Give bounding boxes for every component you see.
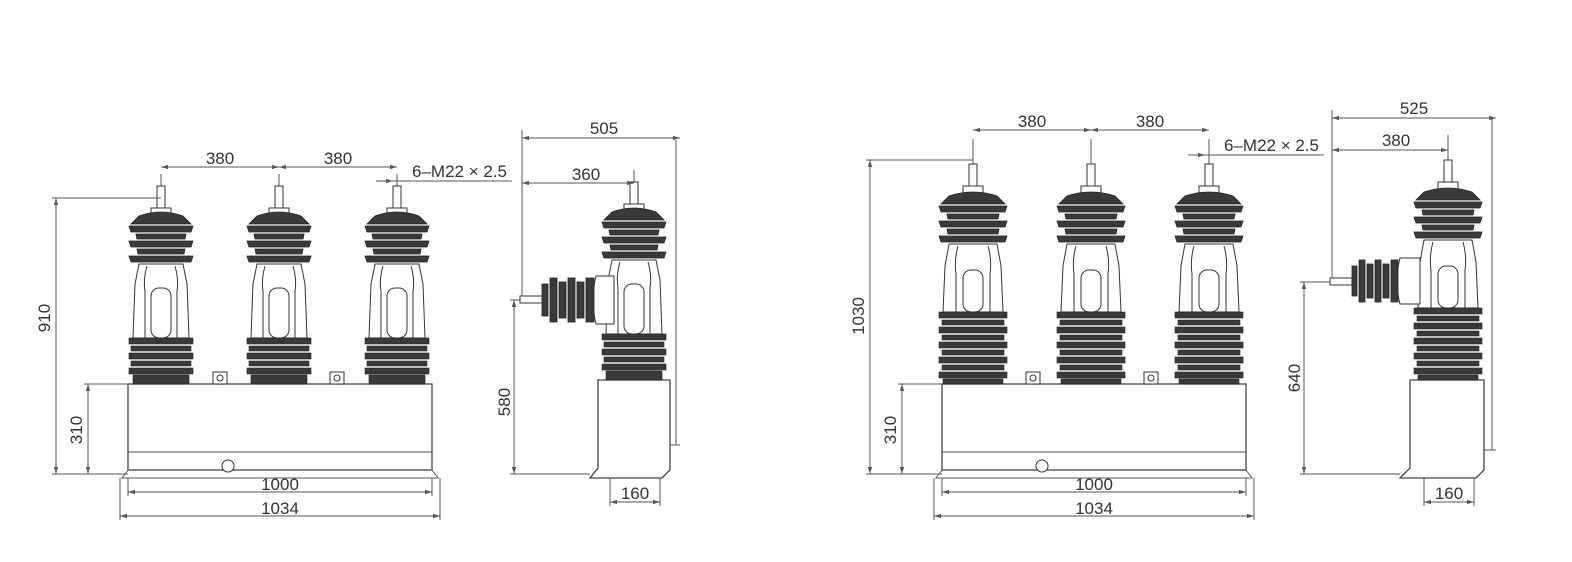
outer-width-label: 1034 [1075, 499, 1113, 518]
pole-insulator [1056, 138, 1126, 385]
base-tank-1 [127, 383, 433, 471]
pitch-label: 380 [1018, 112, 1046, 131]
side-pole-insulator [1413, 134, 1483, 381]
terminal-height-label: 640 [1285, 364, 1304, 392]
outer-width-label: 1034 [261, 499, 299, 518]
depth-label: 525 [1400, 99, 1428, 118]
pitch-label: 380 [206, 149, 234, 168]
earth-terminal-1 [221, 459, 235, 473]
base-height-label: 310 [881, 416, 900, 444]
front-view-1: 380 380 6–M22 × 2.5 910 310 1000 1034 [35, 149, 512, 520]
overall-height-label: 1030 [849, 297, 868, 335]
pitch-label: 380 [1136, 112, 1164, 131]
side-pole-insulator [601, 169, 667, 381]
drawing-1: 380 380 6–M22 × 2.5 910 310 1000 1034 [35, 119, 680, 520]
thread-label: 6–M22 × 2.5 [412, 162, 507, 181]
front-view-2: 380 380 6–M22 × 2.5 1030 310 1000 1034 [849, 112, 1324, 520]
pole-insulator [938, 138, 1008, 385]
drawing-2: 380 380 6–M22 × 2.5 1030 310 1000 1034 [849, 99, 1496, 520]
overall-height-label: 910 [35, 304, 54, 332]
side-bushing-2 [1329, 257, 1421, 305]
base-height-label: 310 [67, 416, 86, 444]
thread-label: 6–M22 × 2.5 [1224, 136, 1319, 155]
pitch-label: 380 [324, 149, 352, 168]
pole-insulator [364, 173, 430, 385]
base-tank-2 [941, 383, 1247, 471]
inner-width-label: 1000 [1075, 475, 1113, 494]
foot-width-label: 160 [1435, 484, 1463, 503]
terminal-height-label: 580 [495, 388, 514, 416]
foot-width-label: 160 [621, 484, 649, 503]
side-view-1: 505 360 580 160 [495, 119, 680, 506]
pole-insulator [1174, 138, 1244, 385]
depth-label: 505 [590, 119, 618, 138]
terminal-offset-label: 360 [572, 165, 600, 184]
terminal-offset-label: 380 [1382, 131, 1410, 150]
pole-insulator [128, 173, 194, 385]
inner-width-label: 1000 [261, 475, 299, 494]
earth-terminal-2 [1035, 459, 1049, 473]
pole-insulator [246, 173, 312, 385]
side-bushing-1 [519, 275, 615, 325]
side-view-2: 525 380 640 160 [1285, 99, 1496, 506]
